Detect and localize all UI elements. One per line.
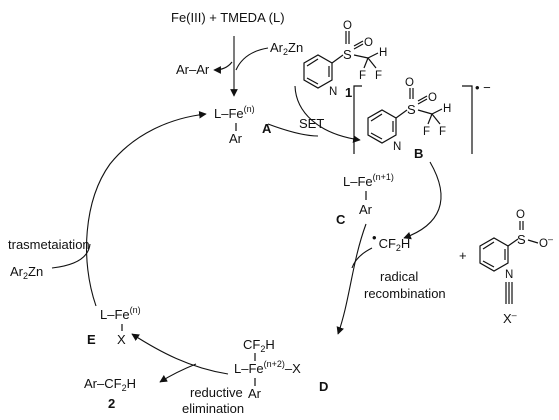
- atom-N: N: [505, 269, 513, 281]
- species-E-x: X: [117, 332, 126, 347]
- atom-F: F: [375, 70, 382, 82]
- atom-H: H: [443, 103, 451, 115]
- product-formula: Ar–CF2H: [84, 376, 136, 393]
- species-D-label: D: [319, 379, 328, 394]
- transmetalation-label: trasmetaiation: [8, 237, 90, 252]
- species-E-label: E: [87, 332, 96, 347]
- reductive-elimination-label-2: elimination: [182, 401, 244, 416]
- species-B-label: B: [414, 146, 423, 161]
- atom-S: S: [343, 47, 352, 62]
- biaryl-byproduct: Ar–Ar: [176, 62, 210, 77]
- atom-O-minus: O–: [539, 234, 553, 250]
- atom-H: H: [379, 47, 387, 59]
- pyridine-sulfinate-structure: S O O– N: [479, 209, 553, 304]
- initiation-aryl-zinc: Ar2Zn: [270, 40, 303, 57]
- aryl-zinc-in-arrow: [235, 47, 269, 71]
- species-D-aryl: Ar: [248, 386, 262, 401]
- reductive-elimination-arrow: [131, 333, 229, 375]
- atom-N: N: [393, 141, 401, 153]
- atom-O: O: [343, 20, 352, 32]
- set-branch-arrow: [267, 123, 319, 137]
- species-D-metal: L–Fe(n+2)–X: [234, 359, 301, 376]
- reagent-1-label: 1: [345, 85, 352, 100]
- set-arrow: [294, 85, 361, 143]
- atom-F: F: [359, 70, 366, 82]
- species-A-metal: L–Fe(n): [214, 104, 255, 121]
- species-C-aryl: Ar: [359, 202, 373, 217]
- atom-S: S: [407, 102, 416, 117]
- aryl-zinc-transmetalation-arrow: [51, 243, 91, 269]
- fragmentation-arrow: [403, 161, 442, 240]
- atom-N: N: [329, 86, 337, 98]
- species-E-metal: L–Fe(n): [100, 305, 141, 322]
- radical-recombination-label-2: recombination: [364, 286, 446, 301]
- species-C-label: C: [336, 212, 346, 227]
- transmetalation-arrow: [85, 110, 207, 307]
- atom-O: O: [405, 77, 414, 89]
- reductive-elimination-label-1: reductive: [190, 385, 243, 400]
- transmetalation-reagent: Ar2Zn: [10, 264, 43, 281]
- set-label: SET: [299, 116, 324, 131]
- product-label: 2: [108, 396, 115, 411]
- biaryl-out-arrow: [213, 61, 233, 74]
- radical-recombination-label-1: radical: [380, 269, 418, 284]
- atom-F: F: [423, 126, 430, 138]
- initiation-reagents: Fe(III) + TMEDA (L): [171, 10, 285, 25]
- atom-S: S: [517, 232, 526, 247]
- reagent-1-structure: N S O O H F F: [303, 20, 387, 98]
- counterion: X–: [503, 310, 517, 326]
- atom-O: O: [516, 209, 525, 221]
- radical-recombination-arrow: [336, 223, 367, 335]
- species-C-metal: L–Fe(n+1): [343, 172, 394, 189]
- atom-F: F: [439, 126, 446, 138]
- plus-sign: +: [459, 248, 467, 263]
- species-A-label: A: [262, 121, 272, 136]
- atom-O: O: [428, 92, 437, 104]
- atom-O: O: [364, 37, 373, 49]
- cf2h-radical: •CF2H: [372, 230, 410, 253]
- species-B-structure: N S O O H F F: [353, 77, 473, 154]
- species-D-cf2h: CF2H: [243, 337, 275, 354]
- radical-in-arrow: [351, 247, 373, 269]
- species-A-aryl: Ar: [229, 131, 243, 146]
- species-B-charge: • −: [475, 80, 491, 95]
- product-out-arrow: [159, 363, 197, 383]
